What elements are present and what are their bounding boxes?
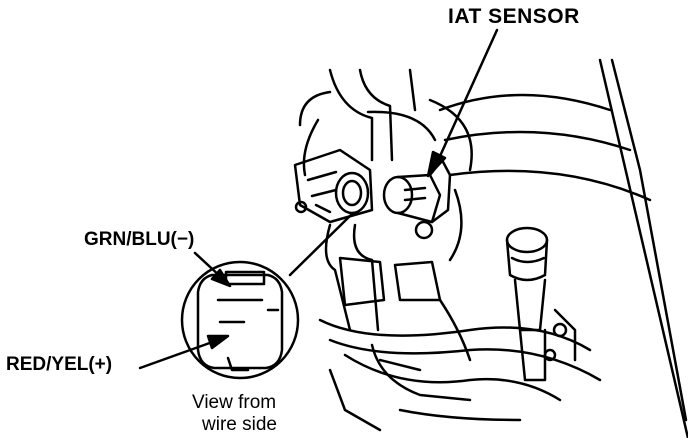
red-yel-arrow: [138, 334, 230, 370]
harness-connector: [293, 148, 374, 224]
iat-arrow: [426, 28, 499, 178]
red-yel-terminal-label: RED/YEL(+): [6, 354, 113, 375]
reservoir: [505, 226, 577, 382]
iat-sensor-label: IAT SENSOR: [448, 5, 580, 28]
iat-sensor-body: [382, 158, 452, 240]
fender-outline: [438, 58, 688, 440]
intake-hoses: [298, 68, 473, 262]
grn-blu-terminal-label: GRN/BLU(−): [84, 229, 195, 250]
view-caption-line2: wire side: [202, 414, 277, 435]
manifold-and-pipes: [318, 223, 602, 432]
detail-leader-line: [288, 211, 355, 277]
connector-end-view: [180, 260, 300, 380]
view-caption-line1: View from: [192, 392, 277, 413]
grn-blu-arrow: [193, 251, 232, 288]
